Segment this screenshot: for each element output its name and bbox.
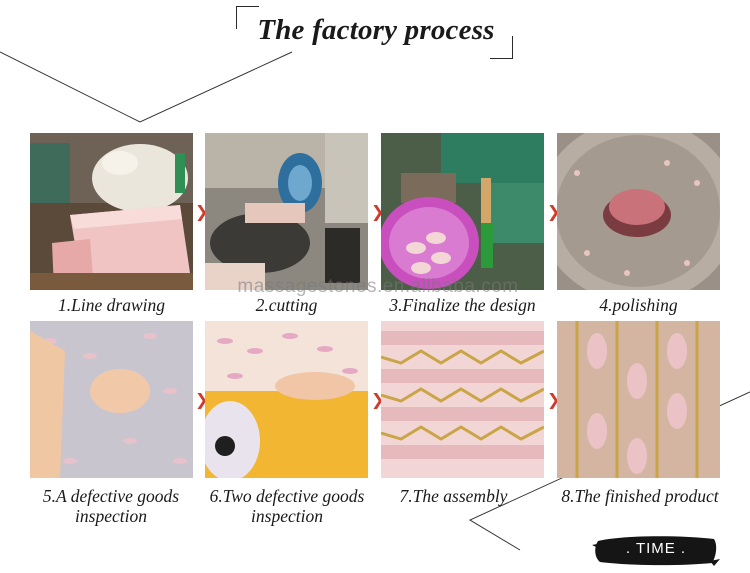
caption-step-6: 6.Two defective goods inspection: [194, 486, 380, 526]
caption-step-6-line2: inspection: [251, 506, 323, 526]
caption-step-3: 3.Finalize the design: [389, 295, 536, 315]
caption-step-8: 8.The finished product: [561, 486, 719, 506]
photo-assembly: [381, 321, 544, 478]
page-title: The factory process: [257, 14, 495, 46]
caption-step-5-line1: 5.A defective goods: [42, 486, 180, 506]
time-label: . TIME .: [625, 540, 687, 557]
photo-line-drawing: [30, 133, 193, 290]
caption-step-2: 2.cutting: [255, 295, 318, 315]
title-bracket-top-left: [236, 6, 259, 29]
caption-step-4: 4.polishing: [599, 295, 678, 315]
photo-polishing: [557, 133, 720, 290]
photo-defective-inspection-a: [30, 321, 193, 478]
photo-cutting: [205, 133, 368, 290]
caption-step-5-line2: inspection: [75, 506, 147, 526]
title-bracket-bottom-right: [490, 36, 513, 59]
watermark: massagestones.en.alibaba.com: [237, 276, 519, 297]
photo-defective-inspection-b: [205, 321, 368, 478]
caption-step-7: 7.The assembly: [399, 486, 508, 506]
time-badge: [592, 536, 720, 566]
caption-step-5: 5.A defective goods inspection: [22, 486, 200, 526]
photo-finished-product: [557, 321, 720, 478]
photo-finalize-design: [381, 133, 544, 290]
caption-step-1: 1.Line drawing: [58, 295, 165, 315]
caption-step-6-line1: 6.Two defective goods: [209, 486, 365, 506]
